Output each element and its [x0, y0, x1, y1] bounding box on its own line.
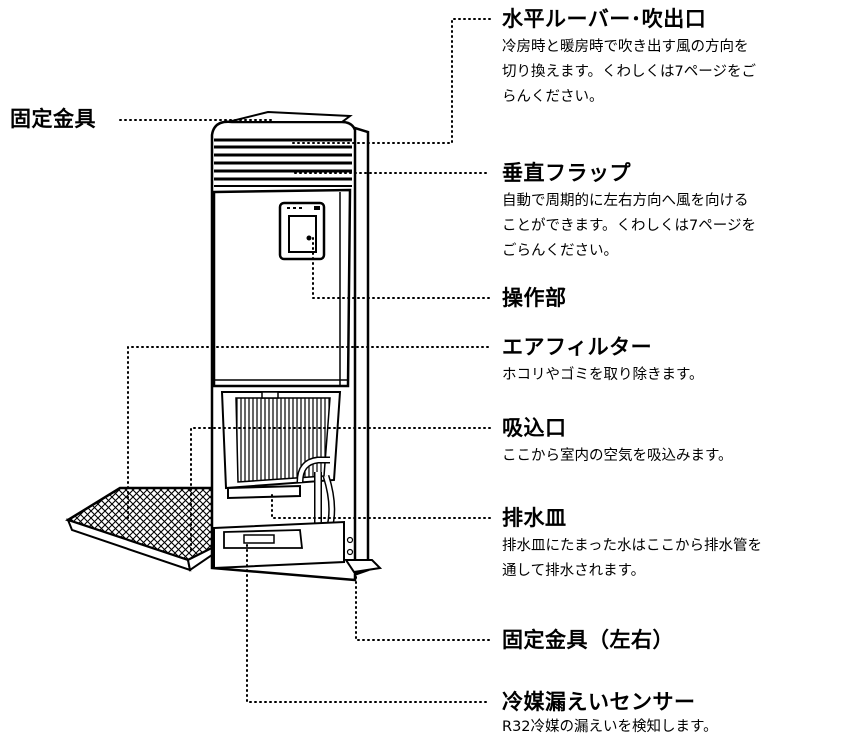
air-filter-title: エアフィルター — [502, 335, 653, 359]
louver-title: 水平ルーバー･吹出口 — [502, 7, 707, 31]
refrigerant-sensor-description: R32冷媒の漏えいを検知します。 — [502, 719, 718, 735]
vertical-flap-description: 自動で周期的に左右方向へ風を向ける ことができます。くわしくは7ページを ごらん… — [502, 193, 756, 259]
drain-pan-title: 排水皿 — [502, 506, 567, 530]
vertical-flap-callout: 垂直フラップ 自動で周期的に左右方向へ風を向ける ことができます。くわしくは7ペ… — [502, 160, 756, 264]
control-title: 操作部 — [502, 286, 567, 310]
refrigerant-sensor-callout: 冷媒漏えいセンサー R32冷媒の漏えいを検知します。 — [502, 689, 718, 740]
louver-description: 冷房時と暖房時で吹き出す風の方向を 切り換えます。くわしくは7ページをご らんく… — [502, 39, 756, 105]
fixing-top-title: 固定金具 — [10, 107, 96, 131]
refrigerant-sensor-title: 冷媒漏えいセンサー — [502, 690, 696, 714]
intake-description: ここから室内の空気を吸込みます。 — [502, 448, 733, 464]
unit-body — [210, 110, 383, 582]
horizontal-louver — [214, 133, 352, 189]
control-callout: 操作部 — [502, 285, 567, 311]
control-panel — [278, 201, 326, 261]
air-filter-callout: エアフィルター ホコリやゴミを取り除きます。 — [502, 334, 704, 388]
fixing-side-title: 固定金具（左右） — [502, 628, 674, 652]
louver-callout: 水平ルーバー･吹出口 冷房時と暖房時で吹き出す風の方向を 切り換えます。くわしく… — [502, 6, 756, 110]
intake-title: 吸込口 — [502, 416, 567, 440]
fixing-side-callout: 固定金具（左右） — [502, 627, 674, 653]
drain-pan-description: 排水皿にたまった水はここから排水管を 通して排水されます。 — [502, 538, 762, 579]
fixing-top-callout: 固定金具 — [10, 106, 96, 132]
removed-air-filter — [65, 486, 227, 572]
drain-pan-callout: 排水皿 排水皿にたまった水はここから排水管を 通して排水されます。 — [502, 505, 762, 584]
vertical-flap-title: 垂直フラップ — [502, 161, 631, 185]
air-filter-description: ホコリやゴミを取り除きます。 — [502, 367, 704, 383]
leader-lines — [119, 18, 493, 703]
intake-callout: 吸込口 ここから室内の空気を吸込みます。 — [502, 415, 733, 469]
